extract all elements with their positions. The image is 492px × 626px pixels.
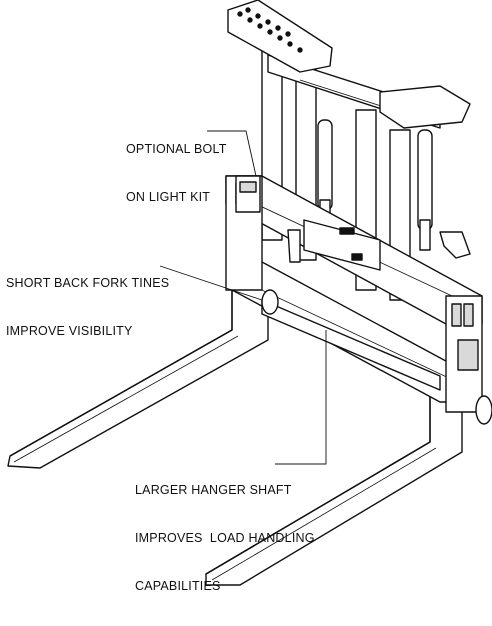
light-kit bbox=[235, 175, 261, 213]
callout-fork-tines-line2: IMPROVE VISIBILITY bbox=[6, 324, 133, 338]
hanger-shaft bbox=[261, 289, 441, 391]
callout-fork-tines: SHORT BACK FORK TINES IMPROVE VISIBILITY bbox=[6, 243, 169, 371]
top-handle bbox=[227, 0, 471, 129]
leader-lines bbox=[159, 130, 327, 465]
right-side-plate bbox=[445, 295, 492, 425]
diagram-canvas: OPTIONAL BOLT ON LIGHT KIT SHORT BACK FO… bbox=[6, 0, 492, 593]
hydraulic-cylinders bbox=[317, 119, 433, 251]
center-mount bbox=[303, 219, 381, 271]
callout-hanger-shaft: LARGER HANGER SHAFT IMPROVES LOAD HANDLI… bbox=[135, 450, 315, 626]
callout-light-kit-line1: OPTIONAL BOLT bbox=[126, 142, 227, 156]
callout-light-kit-line2: ON LIGHT KIT bbox=[126, 190, 211, 204]
callout-hanger-shaft-line3: CAPABILITIES bbox=[135, 579, 221, 593]
callout-hanger-shaft-line1: LARGER HANGER SHAFT bbox=[135, 483, 292, 497]
callout-fork-tines-line1: SHORT BACK FORK TINES bbox=[6, 276, 170, 290]
callout-hanger-shaft-line2: IMPROVES LOAD HANDLING bbox=[135, 531, 315, 545]
callout-light-kit: OPTIONAL BOLT ON LIGHT KIT bbox=[126, 109, 227, 237]
hooks bbox=[287, 229, 471, 263]
fork-carriage-drawing bbox=[7, 0, 492, 586]
